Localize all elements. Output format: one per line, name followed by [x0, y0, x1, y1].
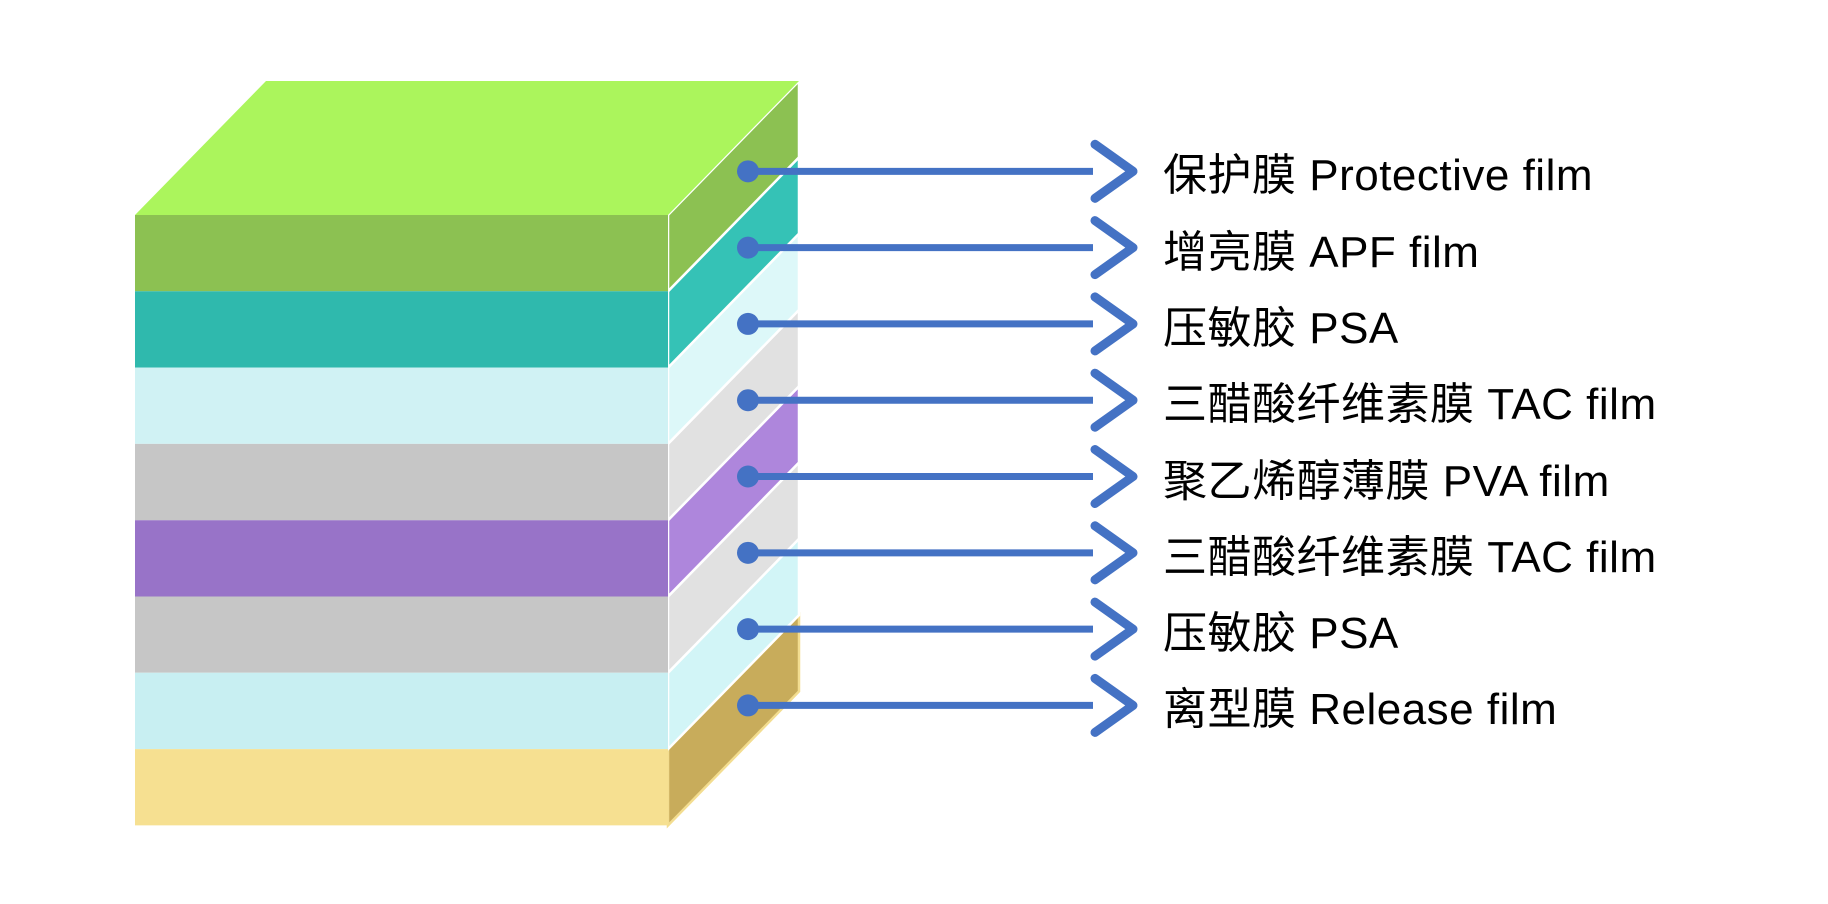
arrowhead-icon: [1090, 139, 1138, 203]
arrowhead-icon: [1090, 216, 1138, 280]
layer-pva-film-front-face: [135, 520, 668, 597]
layer-label-psa-lower: 压敏胶 PSA: [1163, 609, 1399, 659]
arrowhead-icon: [1090, 368, 1138, 432]
leader-dot-icon: [737, 160, 759, 183]
layer-label-tac-film-upper: 三醋酸纤维素膜 TAC film: [1163, 380, 1657, 430]
leader-dot-icon: [737, 694, 759, 717]
layer-psa-upper-front-face: [135, 367, 668, 444]
layer-tac-film-lower-front-face: [135, 596, 668, 673]
layer-label-protective-film: 保护膜 Protective film: [1163, 151, 1594, 201]
layer-label-apf-film: 增亮膜 APF film: [1163, 227, 1480, 277]
leader-dot-icon: [737, 618, 759, 641]
leader-dot-icon: [737, 312, 759, 335]
layer-label-psa-upper: 压敏胶 PSA: [1163, 303, 1399, 353]
layer-release-film-front-face: [135, 749, 668, 826]
leader-dot-icon: [737, 541, 759, 564]
arrowhead-icon: [1090, 445, 1138, 509]
leader-dot-icon: [737, 389, 759, 412]
arrowhead-icon: [1090, 597, 1138, 661]
layer-psa-lower-front-face: [135, 672, 668, 750]
layer-tac-film-upper-front-face: [135, 443, 668, 521]
leader-dot-icon: [737, 236, 759, 259]
layer-protective-film-top-face: [135, 81, 799, 215]
layer-label-tac-film-lower: 三醋酸纤维素膜 TAC film: [1163, 532, 1657, 582]
layer-apf-film-front-face: [135, 291, 668, 368]
layer-label-pva-film: 聚乙烯醇薄膜 PVA film: [1163, 456, 1610, 506]
leader-dot-icon: [737, 465, 759, 488]
arrowhead-icon: [1090, 673, 1138, 737]
layer-protective-film-front-face: [135, 215, 668, 292]
arrowhead-icon: [1090, 521, 1138, 585]
arrowhead-icon: [1090, 292, 1138, 356]
layer-label-release-film: 离型膜 Release film: [1163, 685, 1558, 735]
